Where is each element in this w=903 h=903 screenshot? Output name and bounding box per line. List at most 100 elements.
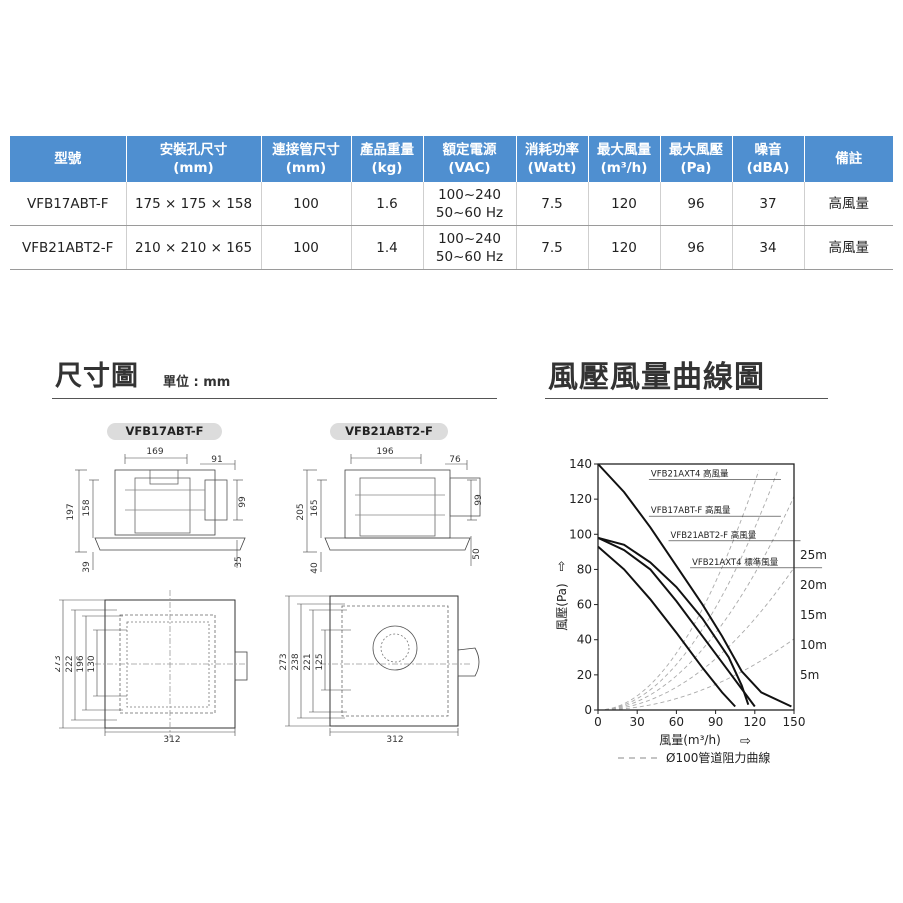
dim-a-197: 197 — [66, 503, 76, 520]
header-hole-size: 安裝孔尺寸(mm) — [126, 136, 262, 182]
x-tick-label: 90 — [708, 715, 723, 729]
dim-b-165: 165 — [310, 499, 320, 516]
cell-hole: 175 × 175 × 158 — [126, 182, 262, 226]
spec-table: 型號 安裝孔尺寸(mm) 連接管尺寸(mm) 產品重量(kg) 額定電源(VAC… — [10, 136, 893, 270]
table-row: VFB17ABT-F 175 × 175 × 158 100 1.6 100~2… — [10, 182, 893, 226]
cell-noise: 37 — [732, 182, 805, 226]
legend-resistance: Ø100管道阻力曲線 — [666, 750, 770, 765]
dim-a-196: 196 — [76, 655, 86, 672]
dimension-divider — [52, 398, 497, 399]
curve-divider — [545, 398, 828, 399]
resistance-label: 25m — [800, 548, 827, 562]
dim-b-196: 196 — [376, 447, 393, 457]
dim-b-205: 205 — [296, 503, 306, 520]
cell-model: VFB21ABT2-F — [10, 225, 127, 270]
dim-a-130: 130 — [87, 655, 97, 672]
cell-hole: 210 × 210 × 165 — [126, 225, 262, 270]
cell-pipe: 100 — [261, 182, 352, 226]
table-row: VFB21ABT2-F 210 × 210 × 165 100 1.4 100~… — [10, 225, 893, 270]
y-tick-label: 140 — [569, 457, 592, 471]
cell-note: 高風量 — [804, 182, 893, 226]
y-tick-label: 60 — [577, 598, 592, 612]
model-a-label: VFB17ABT-F — [107, 423, 222, 440]
x-tick-label: 30 — [630, 715, 645, 729]
series-line — [597, 463, 792, 708]
y-tick-label: 120 — [569, 492, 592, 506]
x-tick-label: 150 — [783, 715, 806, 729]
header-noise: 噪音(dBA) — [732, 136, 805, 182]
model-b-label: VFB21ABT2-F — [330, 423, 448, 440]
header-pressure: 最大風壓(Pa) — [660, 136, 733, 182]
x-arrow-icon: ⇨ — [740, 734, 751, 749]
dimension-unit: 單位 : mm — [163, 375, 231, 390]
cell-pressure: 96 — [660, 225, 733, 270]
resistance-curve — [598, 638, 795, 711]
header-weight: 產品重量(kg) — [351, 136, 424, 182]
dim-b-50: 50 — [472, 548, 482, 560]
cell-weight: 1.4 — [351, 225, 424, 270]
header-pipe-size: 連接管尺寸(mm) — [261, 136, 352, 182]
dim-a-39: 39 — [82, 561, 92, 573]
resistance-label: 20m — [800, 578, 827, 592]
dim-a-91: 91 — [211, 455, 222, 465]
cell-note: 高風量 — [804, 225, 893, 270]
series-label: VFB21AXT4 標準風量 — [692, 557, 779, 568]
y-tick-label: 80 — [577, 562, 592, 576]
cell-pressure: 96 — [660, 182, 733, 226]
model-a-side-view — [94, 469, 246, 551]
resistance-label: 15m — [800, 608, 827, 622]
dimension-drawings: 169 91 197 158 99 39 35 273 222 196 130 … — [55, 447, 484, 745]
plot-frame — [597, 463, 795, 711]
header-airflow: 最大風量(m³/h) — [588, 136, 661, 182]
model-a-top-view — [95, 590, 248, 738]
resistance-label: 5m — [800, 668, 819, 682]
x-axis-label: 風量(m³/h) — [659, 733, 721, 747]
resistance-label: 10m — [800, 638, 827, 652]
cell-airflow: 120 — [588, 182, 661, 226]
cell-pipe: 100 — [261, 225, 352, 270]
dim-a-273: 273 — [55, 655, 63, 672]
cell-model: VFB17ABT-F — [10, 182, 127, 226]
header-note: 備註 — [804, 136, 893, 182]
dim-b-221: 221 — [303, 653, 313, 670]
dimension-title: 尺寸圖 — [55, 361, 139, 392]
y-axis-label: 風壓(Pa) — [555, 583, 569, 630]
resistance-labels: 25m 20m 15m 10m 5m — [800, 548, 827, 682]
dim-b-238: 238 — [291, 653, 301, 670]
dim-b-99: 99 — [474, 494, 484, 506]
header-model: 型號 — [10, 136, 127, 182]
table-header-row: 型號 安裝孔尺寸(mm) 連接管尺寸(mm) 產品重量(kg) 額定電源(VAC… — [10, 136, 893, 182]
y-tick-label: 100 — [569, 527, 592, 541]
dim-b-273: 273 — [279, 653, 289, 670]
dim-a-99: 99 — [238, 496, 248, 508]
y-tick-label: 40 — [577, 633, 592, 647]
dim-b-76: 76 — [449, 455, 461, 465]
x-tick-label: 120 — [743, 715, 766, 729]
y-arrow-icon: ⇧ — [556, 560, 567, 575]
dim-b-125: 125 — [315, 653, 325, 670]
y-tick-label: 0 — [584, 703, 592, 717]
dim-b-312: 312 — [386, 735, 403, 745]
series-line — [597, 536, 756, 708]
dim-a-158: 158 — [82, 499, 92, 516]
curve-series — [597, 463, 792, 708]
resistance-curve — [597, 496, 795, 711]
series-line — [597, 536, 750, 706]
cell-weight: 1.6 — [351, 182, 424, 226]
series-line — [597, 545, 736, 708]
resistance-curve — [597, 567, 795, 711]
dim-a-222: 222 — [65, 655, 75, 672]
cell-watt: 7.5 — [516, 225, 589, 270]
dim-a-35: 35 — [234, 556, 244, 567]
dim-a-169: 169 — [146, 447, 163, 457]
dim-b-40: 40 — [310, 562, 320, 574]
dim-a-312: 312 — [163, 735, 180, 745]
series-label: VFB17ABT-F 高風量 — [651, 505, 731, 516]
cell-noise: 34 — [732, 225, 805, 270]
